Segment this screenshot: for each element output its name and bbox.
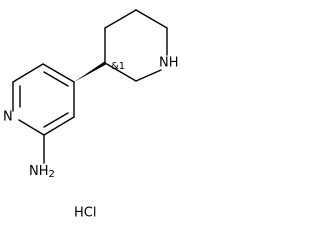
salt-label: HCl <box>74 206 96 221</box>
bond-c5-c4 <box>42 63 75 83</box>
amino-nh-text: NH <box>29 164 49 179</box>
stereo-descriptor-label: &1 <box>111 61 125 72</box>
bond-c6-c5 <box>12 63 44 83</box>
amino-group-label: NH2 <box>29 164 55 181</box>
bond-c3-c2-double <box>43 112 69 128</box>
wedge-bond <box>74 61 106 82</box>
pyridine-ring <box>12 63 75 136</box>
bond-n-p2 <box>135 69 162 82</box>
bond-p4-p5 <box>104 9 137 29</box>
piperidine-ring <box>104 9 168 82</box>
bond-p2-p3 <box>104 62 137 82</box>
bond-c3-c2 <box>43 116 75 136</box>
bond-c2-n1 <box>18 119 45 136</box>
chemical-structure: N NH2 NH &1 HCl <box>3 9 179 221</box>
bond-c5-c4-double <box>43 71 69 87</box>
amino-subscript: 2 <box>49 169 55 180</box>
piperidine-nh-label: NH <box>159 56 179 71</box>
pyridine-nitrogen-label: N <box>3 110 13 125</box>
bond-p5-p6 <box>135 9 168 29</box>
